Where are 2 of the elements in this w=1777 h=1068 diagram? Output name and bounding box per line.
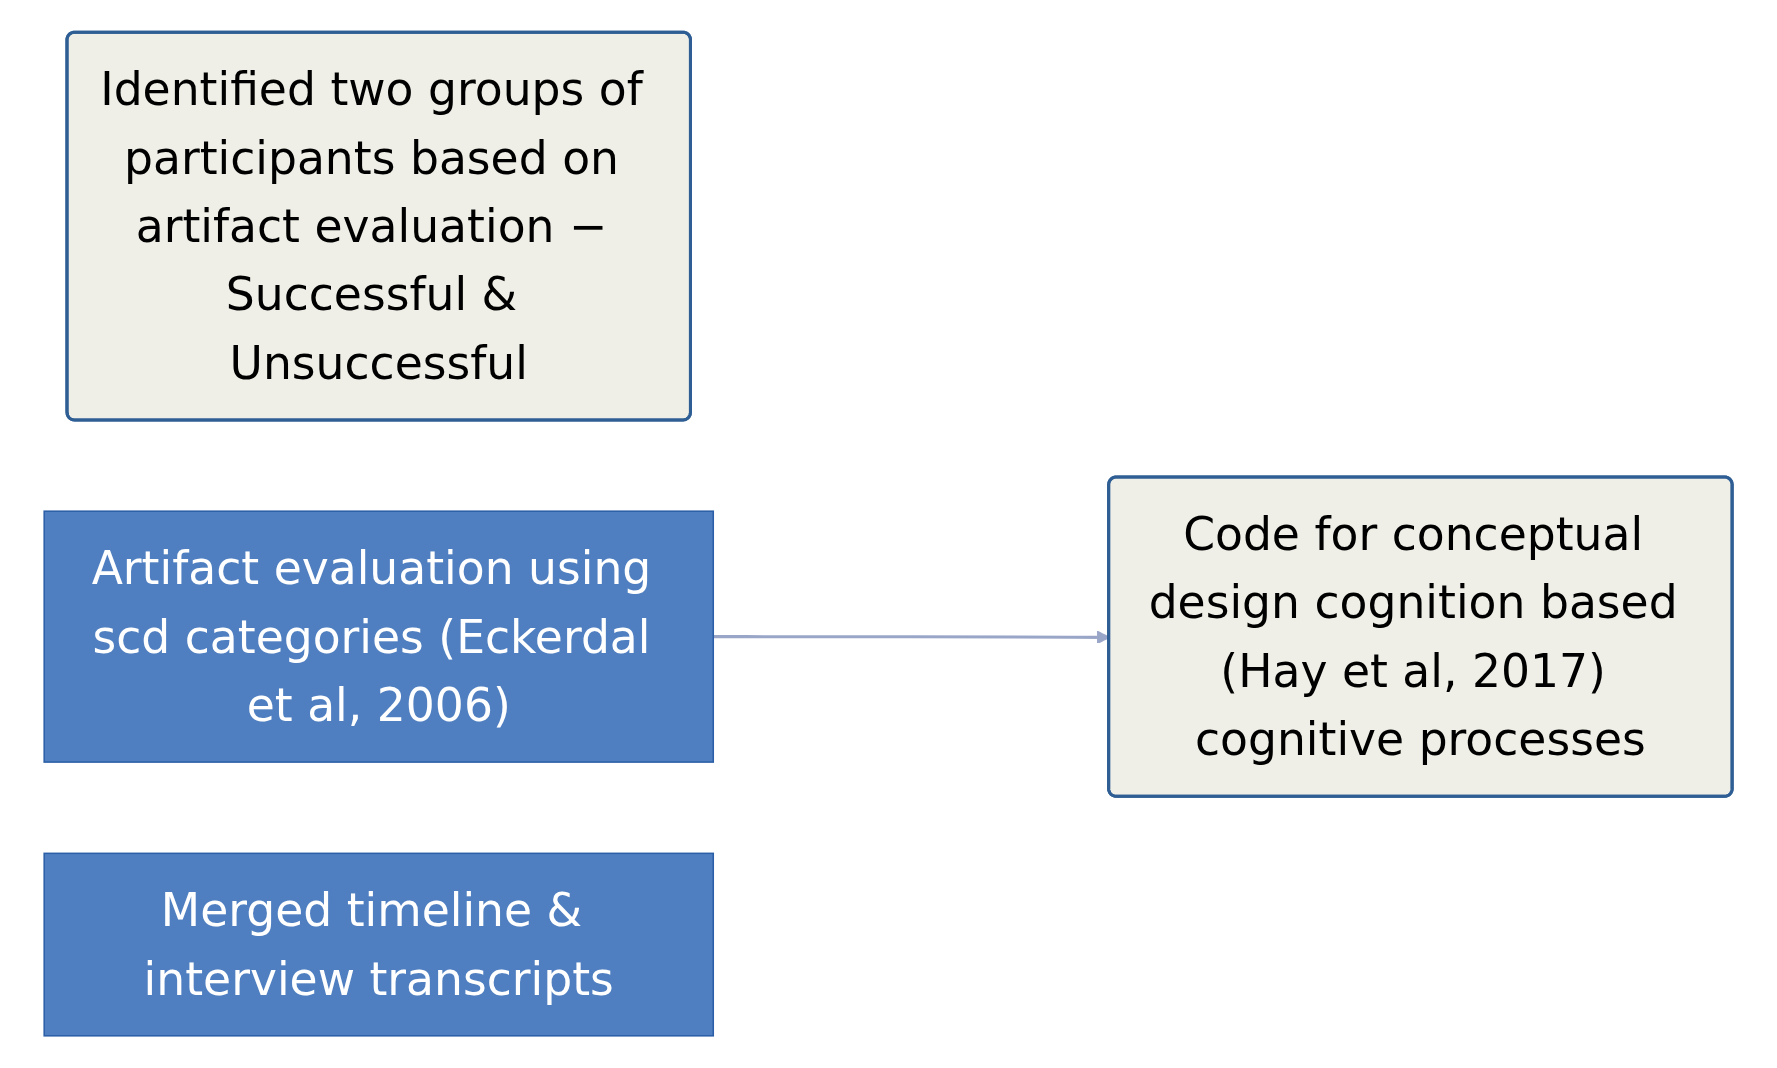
- node-box: Merged timeline & interview transcripts: [43, 852, 715, 1037]
- node-box: Artifact evaluation using scd categories (Eckerdal et al, 2006): [43, 510, 715, 763]
